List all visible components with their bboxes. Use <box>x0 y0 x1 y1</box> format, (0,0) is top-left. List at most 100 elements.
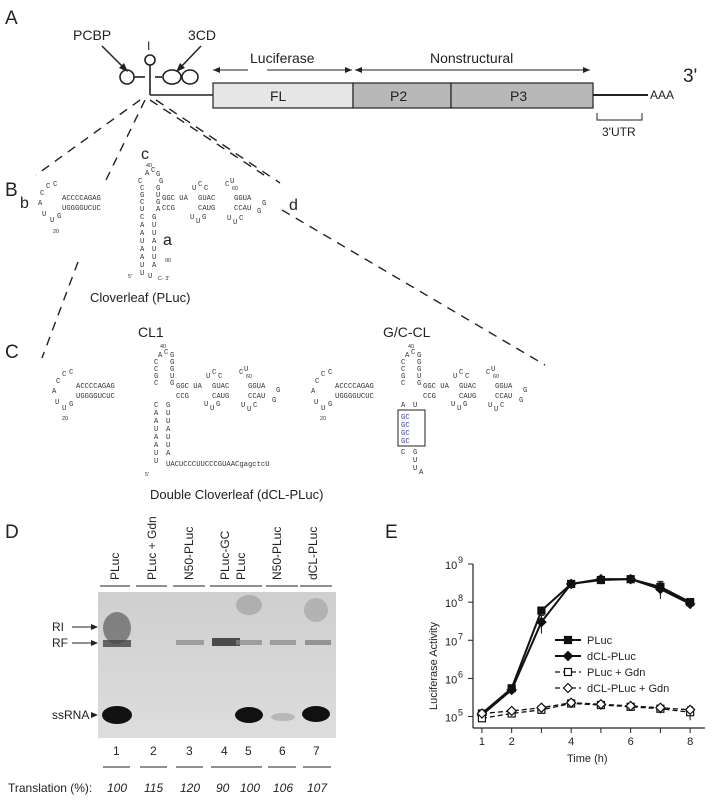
svg-text:A: A <box>154 418 159 426</box>
cloverleaf-icon <box>119 54 213 96</box>
five-prime-b: 5' <box>128 274 132 280</box>
svg-text:C: C <box>198 181 203 189</box>
nt-num-90: 90 <box>165 258 171 264</box>
c-seq-d-top1: GGC UA <box>176 383 203 391</box>
svg-text:C: C <box>46 183 51 191</box>
svg-text:U: U <box>140 206 144 214</box>
data-point-1-3 <box>565 578 577 590</box>
svg-text:A: A <box>154 410 159 418</box>
p3-label: P3 <box>510 88 527 104</box>
zoom-lines-b-to-c <box>41 209 546 366</box>
lane-number-1: 1 <box>113 744 120 758</box>
seq-d-top2: GUAC <box>198 195 216 203</box>
c-seq-d-top2: GUAC <box>212 383 230 391</box>
svg-text:A: A <box>156 206 161 214</box>
svg-text:G: G <box>170 352 174 360</box>
legend-marker-3 <box>562 682 574 694</box>
data-point-1-1 <box>506 684 518 696</box>
svg-text:A: A <box>311 388 316 396</box>
svg-text:G: G <box>262 200 266 208</box>
svg-text:U: U <box>156 192 160 200</box>
svg-text:C: C <box>465 373 470 381</box>
legend-label-2: PLuc + Gdn <box>587 667 645 679</box>
data-point-3-7 <box>684 704 696 716</box>
svg-text:C: C <box>164 349 169 357</box>
svg-text:U: U <box>413 402 417 410</box>
svg-text:C: C <box>218 373 223 381</box>
data-point-1-5 <box>625 573 636 585</box>
svg-text:U: U <box>152 254 156 262</box>
svg-text:C: C <box>140 185 145 193</box>
3cd-arrowhead <box>176 63 185 72</box>
svg-text:U: U <box>152 246 156 254</box>
gc-pair-2: GC <box>401 422 410 430</box>
lane-number-5: 5 <box>245 744 252 758</box>
c-seq-d-top3: GGUA <box>248 383 266 391</box>
svg-text:G: G <box>170 366 174 374</box>
y-tick-exp-4: 9 <box>458 555 463 565</box>
svg-text:U: U <box>230 178 234 186</box>
lane-numbers: 1 2 3 4 5 6 7 <box>113 744 320 758</box>
svg-text:U: U <box>50 217 54 225</box>
svg-text:G: G <box>328 401 332 409</box>
svg-text:C: C <box>154 380 159 388</box>
svg-text:G: G <box>152 214 156 222</box>
svg-text:G: G <box>154 373 158 381</box>
y-tick-label-4: 10 <box>445 560 457 572</box>
data-point-1-7 <box>684 598 696 610</box>
svg-text:G: G <box>272 397 276 405</box>
svg-text:U: U <box>491 366 495 374</box>
cloverleaf-caption: Cloverleaf (PLuc) <box>90 290 190 305</box>
lane-label-7: dCL-PLuc <box>306 527 320 580</box>
translation-3: 120 <box>180 781 200 795</box>
svg-text:U: U <box>154 458 158 466</box>
svg-text:U: U <box>154 450 158 458</box>
svg-text:U: U <box>154 426 158 434</box>
svg-text:U: U <box>166 418 170 426</box>
3cd-label: 3CD <box>188 27 216 43</box>
c-seq-b-top: ACCCCAGAG <box>76 383 115 391</box>
lane-label-4: PLuc-GC <box>218 530 232 580</box>
svg-text:C: C <box>459 369 464 377</box>
c-seq-d-bot1: CCG <box>176 393 189 401</box>
lane-label-1: PLuc <box>108 553 122 580</box>
zoom-lines-a-to-b <box>35 99 281 184</box>
panel-label-b: B <box>5 180 18 201</box>
panel-label-c: C <box>5 342 19 363</box>
svg-text:G: G <box>257 208 261 216</box>
five-prime-c: 5' <box>145 472 149 478</box>
svg-text:G: G <box>170 359 174 367</box>
svg-text:U: U <box>233 219 237 227</box>
loop-b-label: b <box>20 195 29 212</box>
svg-text:A: A <box>166 426 171 434</box>
svg-text:U: U <box>42 211 46 219</box>
svg-text:U: U <box>227 215 231 223</box>
svg-text:A: A <box>405 352 410 360</box>
legend-label-3: dCL-PLuc + Gdn <box>587 683 669 695</box>
translation-6: 106 <box>273 781 293 795</box>
svg-text:A: A <box>401 402 406 410</box>
svg-text:U: U <box>204 401 208 409</box>
c-seq-d-bot2: CAUG <box>212 393 229 401</box>
gel-lane-labels: PLuc PLuc + Gdn N50-PLuc PLuc-GC PLuc N5… <box>108 516 320 580</box>
gel-bands <box>102 595 331 724</box>
data-point-3-3 <box>565 697 577 709</box>
svg-text:C: C <box>204 185 209 193</box>
band-label-rf: RF <box>52 636 68 650</box>
svg-text:U: U <box>152 222 156 230</box>
svg-text:G: G <box>519 397 523 405</box>
svg-text:G: G <box>202 214 206 222</box>
c-seq-d-bot3: CCAU <box>248 393 265 401</box>
double-cloverleaf-caption: Double Cloverleaf (dCL-PLuc) <box>150 487 323 502</box>
translation-4: 90 <box>216 781 230 795</box>
x-tick-label-3: 6 <box>628 736 634 748</box>
panel-label-e: E <box>385 522 398 543</box>
svg-text:U: U <box>417 373 421 381</box>
svg-text:G: G <box>156 171 160 179</box>
translation-values: 100 115 120 90 100 106 107 <box>107 781 328 795</box>
c2-nt-num-60: 60 <box>493 374 499 380</box>
svg-text:G: G <box>57 213 61 221</box>
translation-7: 107 <box>307 781 328 795</box>
svg-text:C: C <box>401 366 406 374</box>
